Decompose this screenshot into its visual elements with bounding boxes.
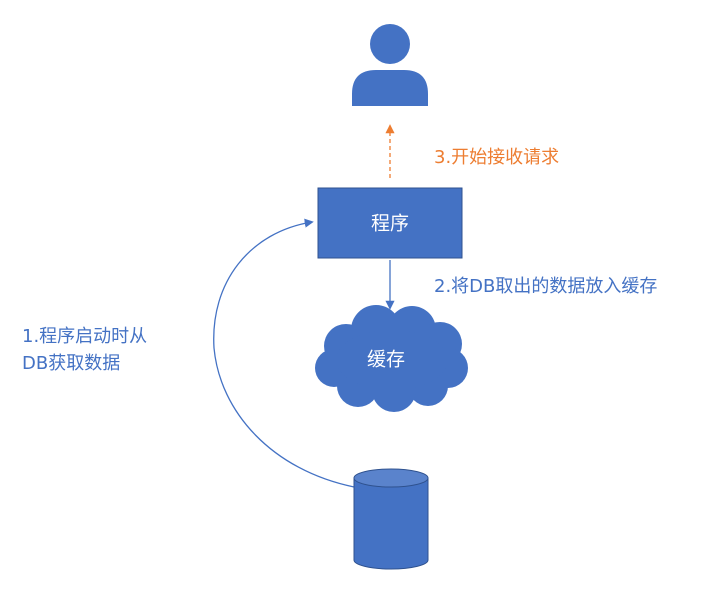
- step1-arrow: [213, 218, 355, 488]
- step2-label: 2.将DB取出的数据放入缓存: [434, 276, 657, 297]
- user-icon: [352, 24, 428, 106]
- database-cylinder-icon: [353, 468, 429, 570]
- step1-label-line2: DB获取数据: [22, 353, 120, 374]
- step1-label-line1: 1.程序启动时从: [22, 326, 147, 347]
- cache-label: 缓存: [367, 349, 405, 371]
- cache-cloud: 缓存: [315, 305, 468, 412]
- program-label: 程序: [371, 213, 409, 235]
- step3-label: 3.开始接收请求: [434, 147, 559, 168]
- program-box: 程序: [317, 187, 463, 259]
